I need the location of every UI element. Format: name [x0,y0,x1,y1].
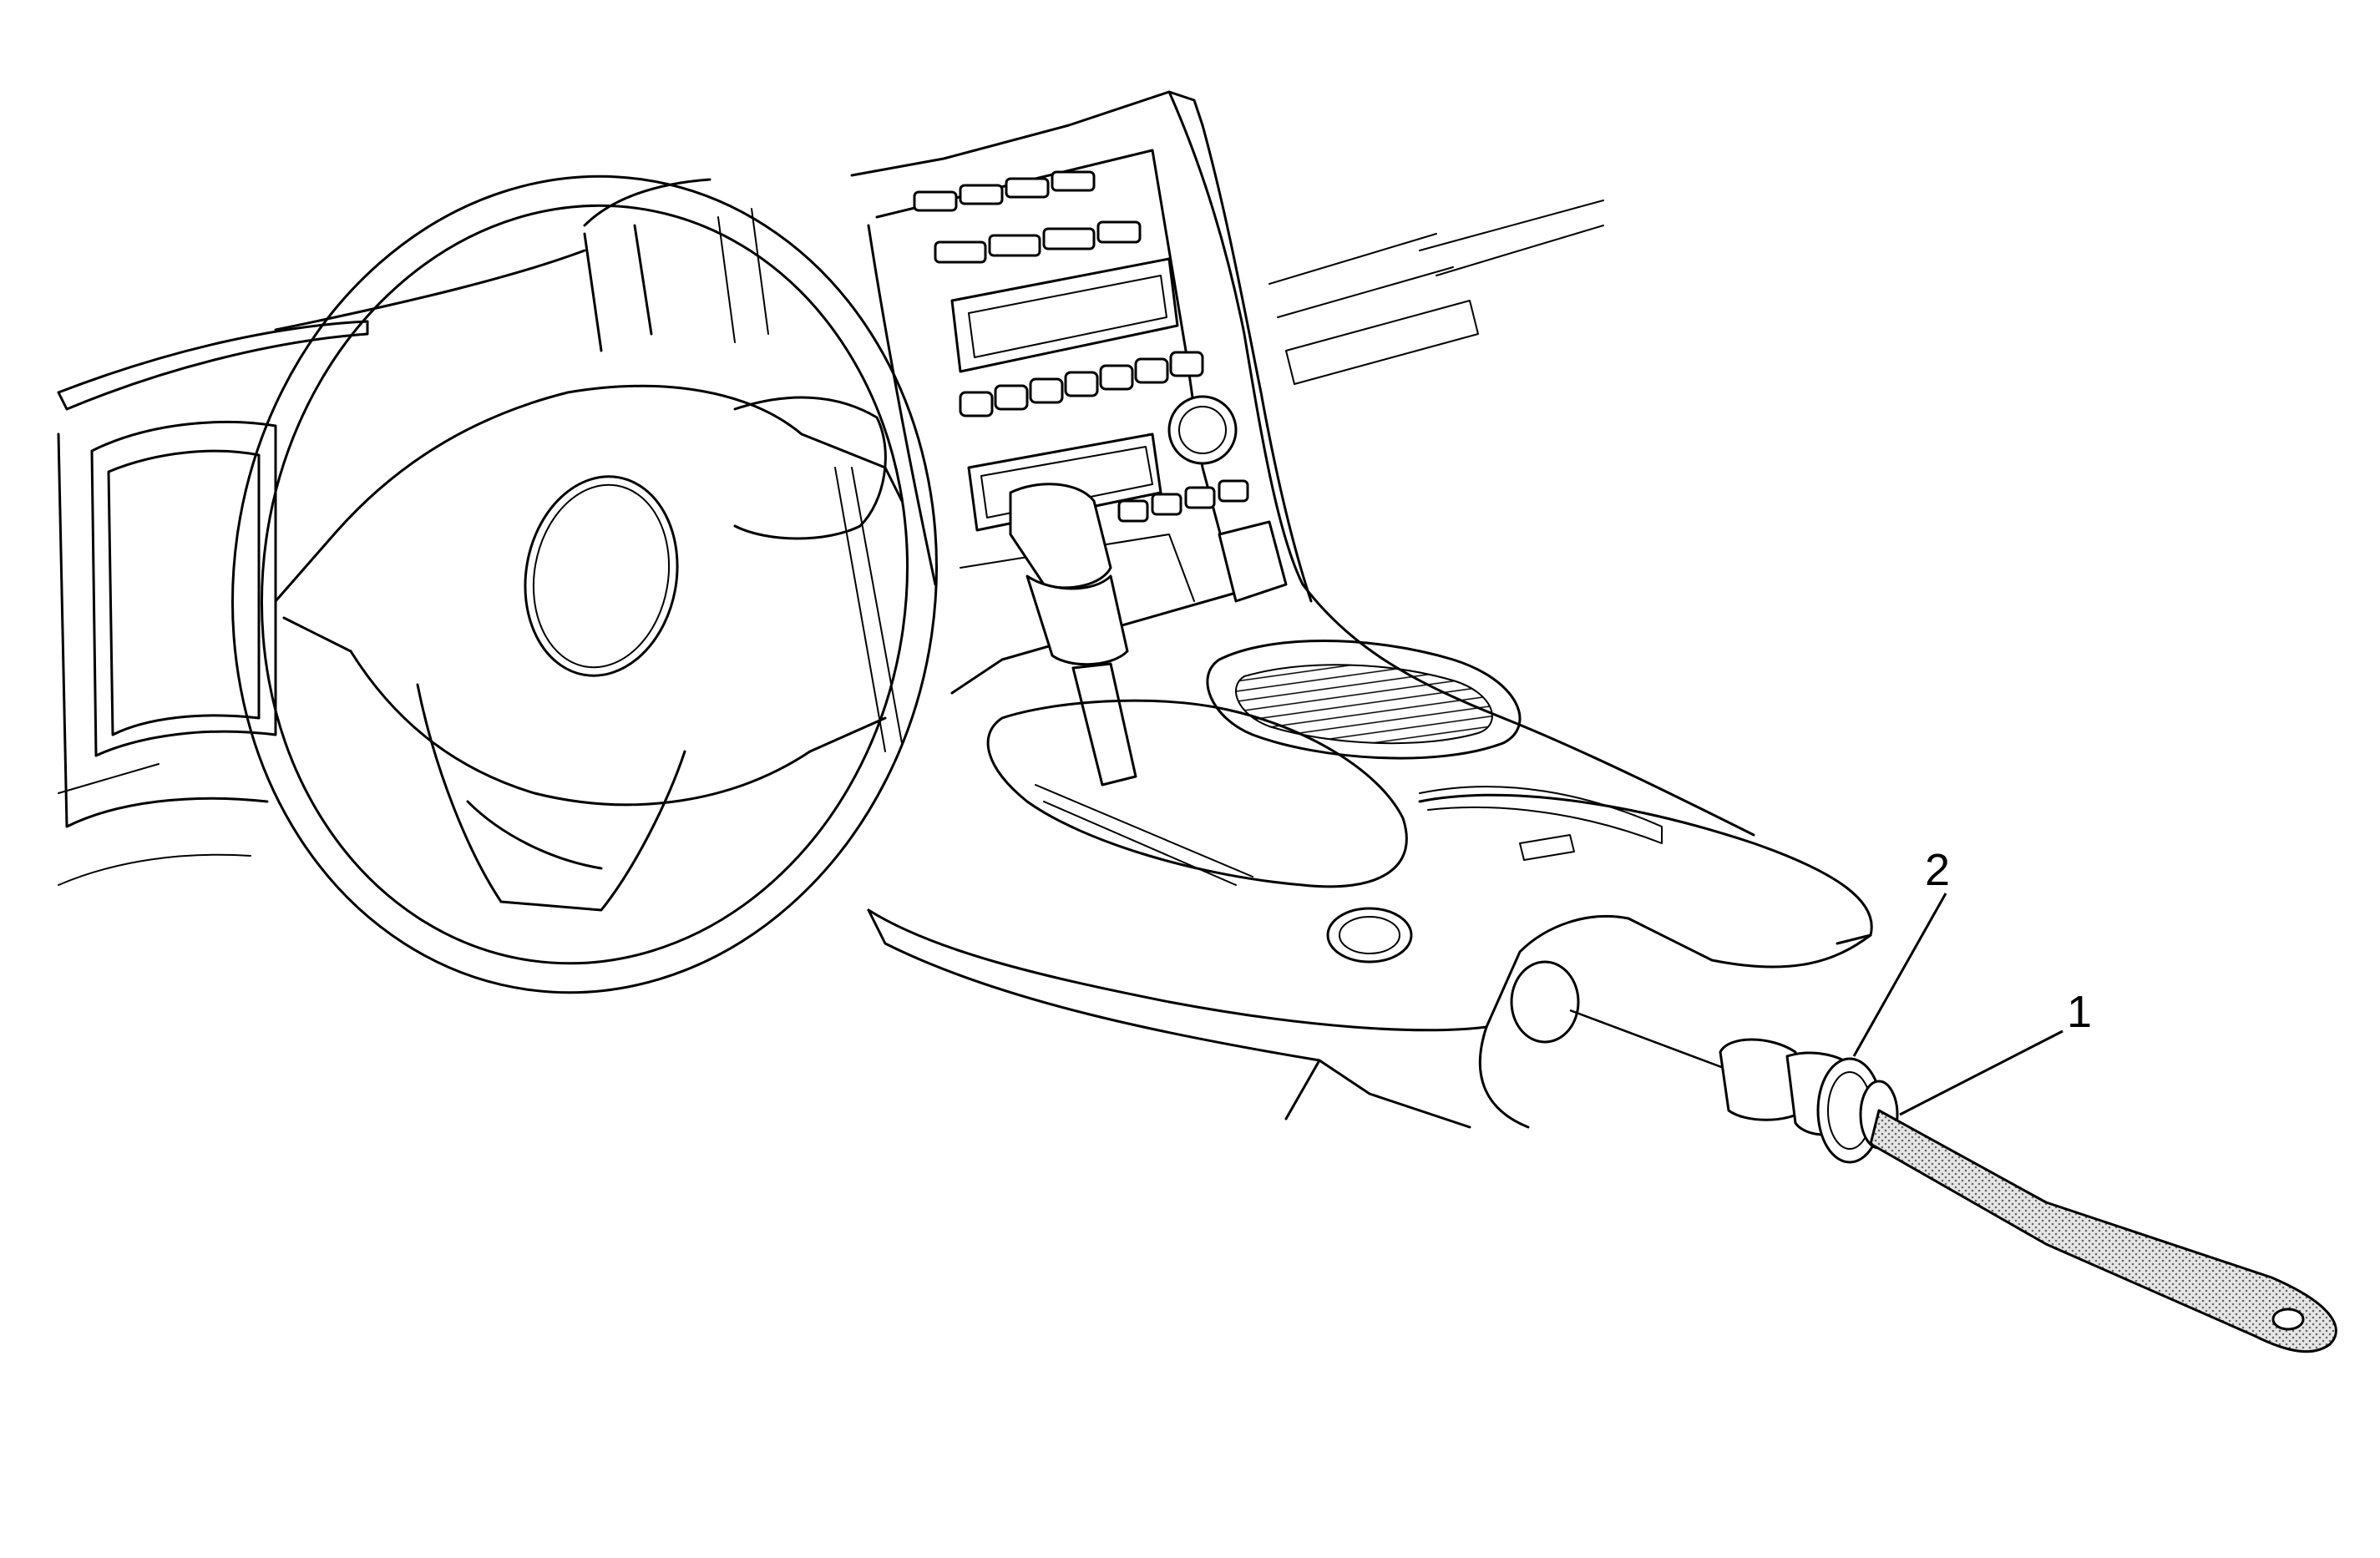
center-console [867,786,1873,1129]
cupholder [1206,640,1522,760]
outlet-opening [1510,960,1580,1044]
alignment-line [1569,1009,1738,1075]
upper-display [950,257,1179,373]
callout-2-label: 2 [1925,845,1950,895]
storage-pocket [1218,520,1288,603]
callout-leaders [1852,893,2064,1116]
shift-lever [1071,662,1137,787]
climate-buttons [913,170,1142,264]
power-outlet-housing [1719,1038,1883,1164]
steering-wheel [231,175,938,994]
callout-1-label: 1 [2067,987,2092,1037]
tool-hole [2271,1308,2305,1331]
volume-knob-icon [1167,395,1238,465]
center-stack [867,149,1288,695]
radio-buttons [959,351,1204,417]
tool [1859,1080,2337,1353]
dashboard [274,90,1755,837]
shifter-bezel [986,699,1408,888]
airbag-cover [524,475,679,677]
gear-shifter [986,483,1408,888]
instrument-cluster [57,320,369,886]
